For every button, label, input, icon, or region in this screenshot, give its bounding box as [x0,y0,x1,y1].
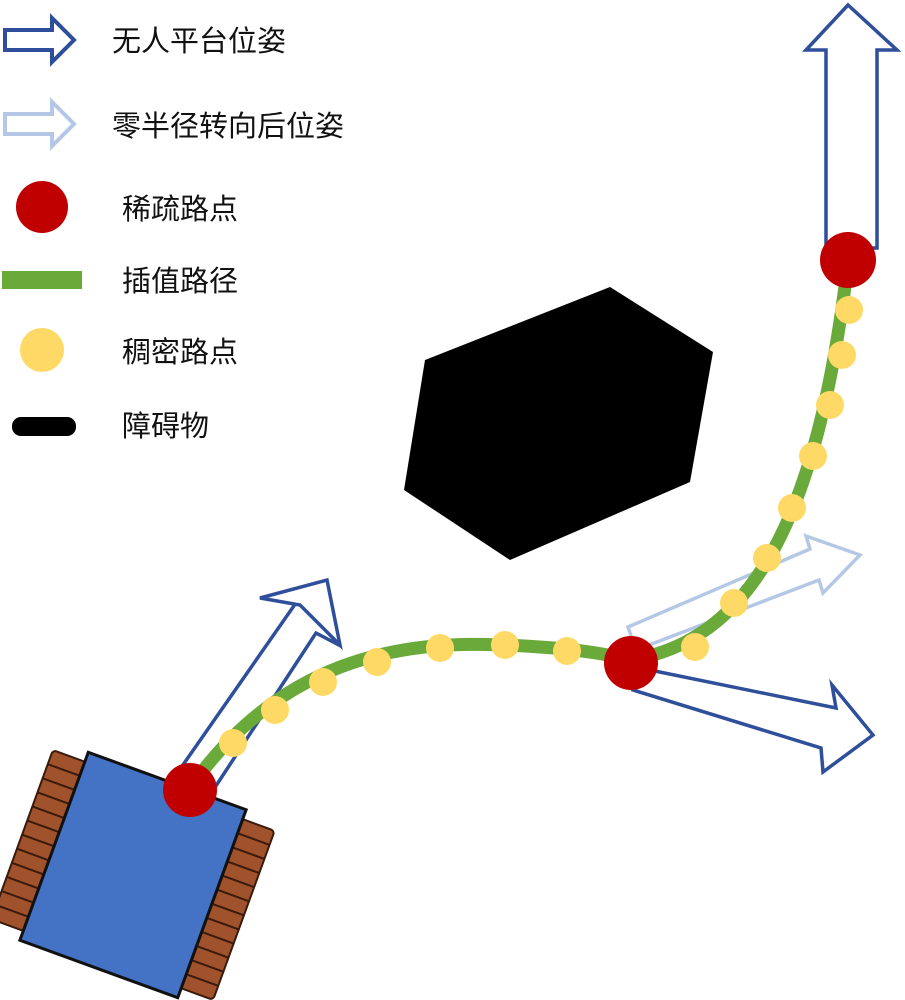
obstacle-polygon [404,287,713,560]
legend-item-obstacle: 障碍物 [12,409,209,443]
sparse-waypoint-end [820,232,876,288]
legend-item-platform-pose: 无人平台位姿 [3,13,286,67]
legend-label-interpolated-path: 插值路径 [122,264,238,298]
robot-track-left [0,750,87,932]
legend-item-sparse-waypoint: 稀疏路点 [16,181,238,233]
hollow-arrow-icon [3,13,77,67]
sparse-waypoint-start [163,763,217,817]
dense-waypoint [681,633,709,661]
dense-waypoint [309,668,337,696]
legend-label-sparse-waypoint: 稀疏路点 [122,192,238,226]
dense-waypoint [835,296,863,324]
dense-waypoint [426,634,454,662]
legend: 无人平台位姿 零半径转向后位姿 稀疏路点 插值路径 稠密路点 障碍物 [2,13,344,443]
pose-arrow-end [801,2,902,250]
black-bar-icon [12,417,76,436]
dense-waypoint [816,391,844,419]
red-dot-icon [16,181,68,233]
dense-waypoint [553,637,581,665]
dense-waypoint [219,729,247,757]
legend-item-interpolated-path: 插值路径 [2,264,238,298]
legend-item-dense-waypoint: 稠密路点 [20,328,238,372]
dense-waypoint [778,494,806,522]
pose-arrow-middle [630,665,876,776]
legend-label-obstacle: 障碍物 [122,409,209,443]
dense-waypoint [720,589,748,617]
legend-item-turned-pose: 零半径转向后位姿 [3,97,344,151]
light-hollow-arrow-icon [3,97,77,151]
sparse-waypoint-middle [604,636,658,690]
yellow-dot-icon [20,328,64,372]
dense-waypoint [363,648,391,676]
sparse-waypoints [163,232,876,817]
legend-label-dense-waypoint: 稠密路点 [122,335,238,369]
dense-waypoint [828,341,856,369]
legend-label-platform-pose: 无人平台位姿 [112,24,286,58]
dense-waypoint [261,696,289,724]
dense-waypoint [799,442,827,470]
dense-waypoint [491,631,519,659]
dense-waypoints [219,296,863,757]
robot [0,750,275,1000]
green-bar-icon [2,271,82,289]
legend-label-turned-pose: 零半径转向后位姿 [112,109,344,143]
dense-waypoint [753,544,781,572]
pose-arrow-start-head [259,577,343,651]
